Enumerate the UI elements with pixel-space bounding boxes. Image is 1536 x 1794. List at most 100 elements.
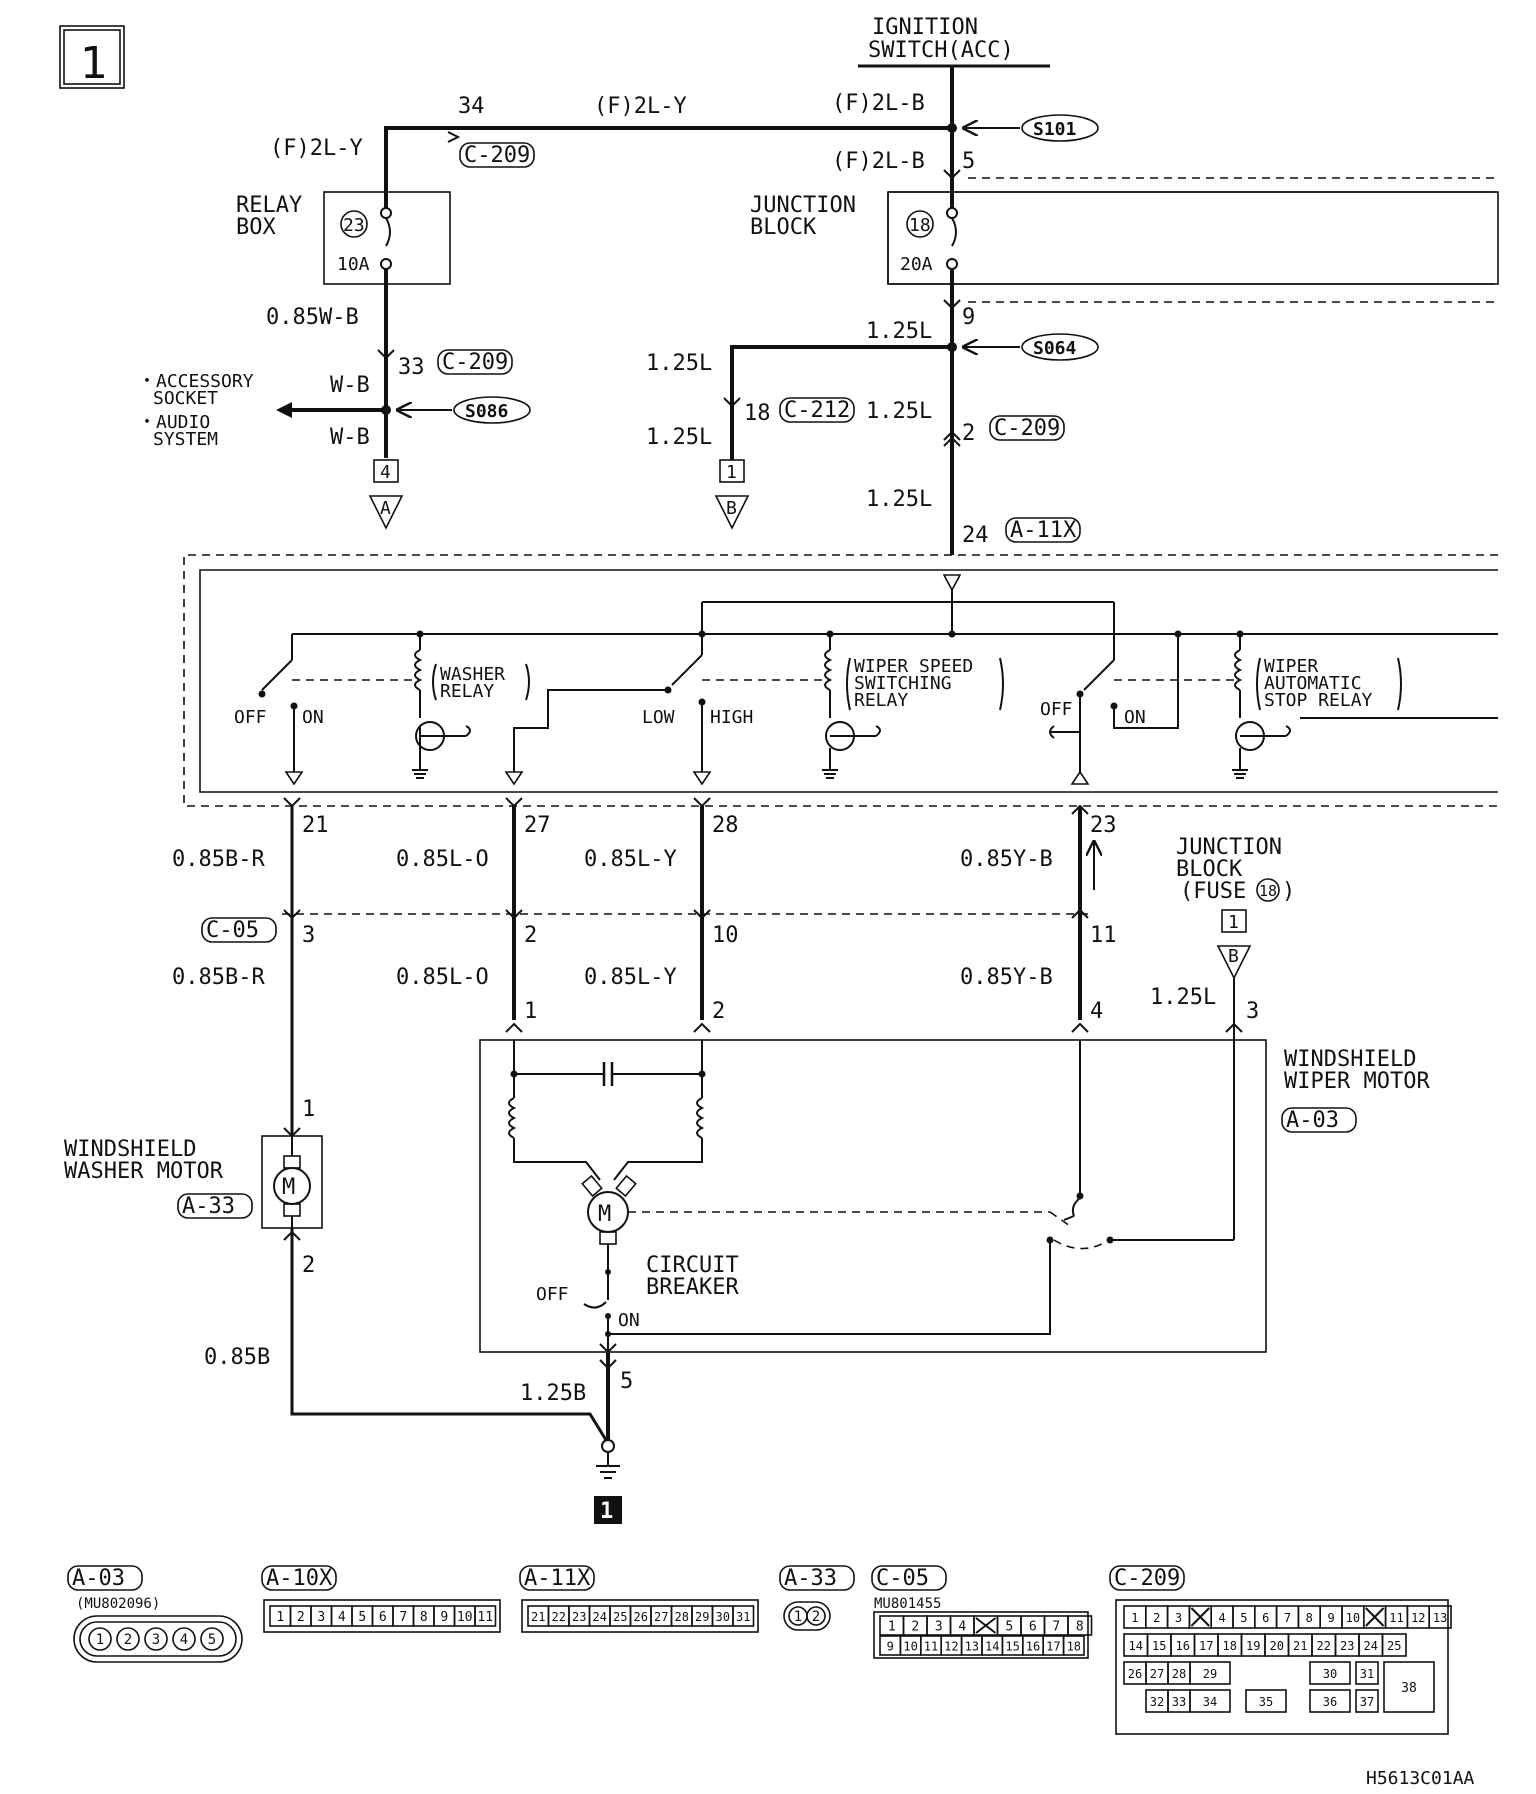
wire-wb-upper: W-B xyxy=(330,373,370,398)
connector-pin-label: 1 xyxy=(96,1632,104,1648)
relay-box-label-1: RELAY xyxy=(236,193,302,218)
connector-pin-label: 6 xyxy=(1262,1611,1269,1625)
figure-code: H5613C01AA xyxy=(1366,1768,1475,1789)
svg-text:WIPER: WIPER xyxy=(1264,656,1318,677)
connector-pin-label: 8 xyxy=(1306,1611,1313,1625)
splice-s086-label: S086 xyxy=(465,401,508,422)
relay-box-fuse-no: 23 xyxy=(343,215,365,236)
svg-text:SYSTEM: SYSTEM xyxy=(153,429,218,450)
wire-23 xyxy=(1071,804,1094,1033)
connector-pin-label: 7 xyxy=(1052,1620,1060,1635)
svg-text:SOCKET: SOCKET xyxy=(153,388,218,409)
svg-text:10: 10 xyxy=(712,923,739,948)
wire-085br-a: 0.85B-R xyxy=(172,847,265,872)
connector-pin xyxy=(200,1627,224,1651)
connector-pin-label: 3 xyxy=(935,1620,943,1635)
connector-pin-label: 7 xyxy=(399,1610,407,1625)
svg-text:27: 27 xyxy=(524,813,551,838)
wire-f2lb-top: (F)2L-B xyxy=(832,91,925,116)
connector-pin-label: 17 xyxy=(1199,1639,1213,1653)
svg-text:M: M xyxy=(598,1202,611,1227)
connector-pin-label: 18 xyxy=(1223,1639,1237,1653)
connector-pin-label: 30 xyxy=(1323,1667,1337,1681)
svg-text:5: 5 xyxy=(620,1369,633,1394)
svg-text:11: 11 xyxy=(1090,923,1117,948)
connector-pin xyxy=(144,1627,168,1651)
pin-2-c209: 2 xyxy=(962,421,975,446)
wire-relay-box-down xyxy=(377,284,395,458)
connector-pin-cell xyxy=(1189,1689,1231,1713)
connector-pin-label: 26 xyxy=(1128,1667,1142,1681)
svg-text:HIGH: HIGH xyxy=(710,707,753,728)
svg-text:ON: ON xyxy=(618,1310,640,1331)
accessory-feed: ・ACCESSORY SOCKET ・AUDIO SYSTEM xyxy=(138,371,386,450)
svg-text:1: 1 xyxy=(1228,912,1239,933)
svg-text:・ACCESSORY: ・ACCESSORY xyxy=(138,371,254,392)
wire-125l-a: 1.25L xyxy=(866,319,932,344)
svg-text:4: 4 xyxy=(380,462,391,483)
connector-pin-label: 17 xyxy=(1046,1640,1060,1654)
svg-text:18: 18 xyxy=(1259,882,1277,900)
connector-pin-cell xyxy=(1381,1633,1407,1657)
relay-box-label-2: BOX xyxy=(236,215,276,240)
svg-text:M: M xyxy=(282,1175,295,1200)
connector-blank-cell xyxy=(975,1617,997,1634)
connector-pin-label: 27 xyxy=(654,1610,668,1624)
svg-text:RELAY: RELAY xyxy=(440,681,494,702)
svg-text:C-209: C-209 xyxy=(994,416,1060,441)
connector-pin-label: 11 xyxy=(924,1640,938,1654)
wire-f2lb-bottom: (F)2L-B xyxy=(832,149,925,174)
wire-125l-c: 1.25L xyxy=(646,425,712,450)
wire-21-washer xyxy=(283,797,301,1136)
svg-text:21: 21 xyxy=(302,813,329,838)
svg-text:): ) xyxy=(1282,879,1295,904)
svg-text:OFF: OFF xyxy=(1040,699,1073,720)
connector-pin-label: 1 xyxy=(888,1620,896,1635)
svg-text:WIPER SPEED: WIPER SPEED xyxy=(854,656,973,677)
svg-text:C-209: C-209 xyxy=(464,143,530,168)
pin-33: 33 xyxy=(398,355,425,380)
pin-9: 9 xyxy=(962,305,975,330)
splice-s101: S101 xyxy=(962,114,1099,142)
connector-pin-label: 11 xyxy=(477,1610,493,1625)
svg-text:1: 1 xyxy=(726,462,737,483)
connector-pin-label: 29 xyxy=(1203,1667,1217,1681)
ground-wire: 1 xyxy=(290,1228,622,1524)
connector-pin-cell xyxy=(1309,1661,1351,1685)
connector-pin-label: 12 xyxy=(1411,1611,1425,1625)
wire-125l-e: 1.25L xyxy=(866,487,932,512)
connector-pin-label: 31 xyxy=(1360,1667,1374,1681)
connector-pin-label: 2 xyxy=(812,1609,820,1625)
connector-pin-label: 23 xyxy=(1340,1639,1354,1653)
connector-pin-label: 28 xyxy=(675,1610,689,1624)
svg-text:LOW: LOW xyxy=(642,707,675,728)
ground-number: 1 xyxy=(600,1499,613,1524)
svg-text:4: 4 xyxy=(1090,999,1103,1024)
connector-pin-label: 22 xyxy=(1317,1639,1331,1653)
svg-text:3: 3 xyxy=(302,923,315,948)
connector-pin xyxy=(806,1606,826,1626)
connector-a11x-top: A-11X xyxy=(1005,517,1081,543)
control-unit-frame: OFF ON WASHER RELAY LOW HIGH W xyxy=(183,554,1498,807)
wire-27 xyxy=(505,797,523,1033)
connector-pin-label: 12 xyxy=(944,1640,958,1654)
svg-text:A-33: A-33 xyxy=(182,1194,235,1219)
wire-085br-b: 0.85B-R xyxy=(172,965,265,990)
svg-text:1: 1 xyxy=(302,1097,315,1122)
connector-pin-label: 6 xyxy=(1029,1620,1037,1635)
connector-c209-mid: C-209 xyxy=(989,415,1065,441)
connector-pin-label: 4 xyxy=(338,1610,346,1625)
connector-pin-label: 3 xyxy=(1175,1611,1182,1625)
wire-125l-f: 1.25L xyxy=(1150,985,1216,1010)
page-number: 1 xyxy=(80,38,108,89)
connector-pin-label: 4 xyxy=(1218,1611,1225,1625)
svg-text:A-11X: A-11X xyxy=(524,1566,591,1591)
svg-text:WASHER: WASHER xyxy=(440,664,505,685)
svg-text:A-10X: A-10X xyxy=(266,1566,333,1591)
wire-085ly-b: 0.85L-Y xyxy=(584,965,677,990)
connector-c05: C-05 xyxy=(201,917,277,943)
connector-pin-label: 19 xyxy=(1246,1639,1260,1653)
